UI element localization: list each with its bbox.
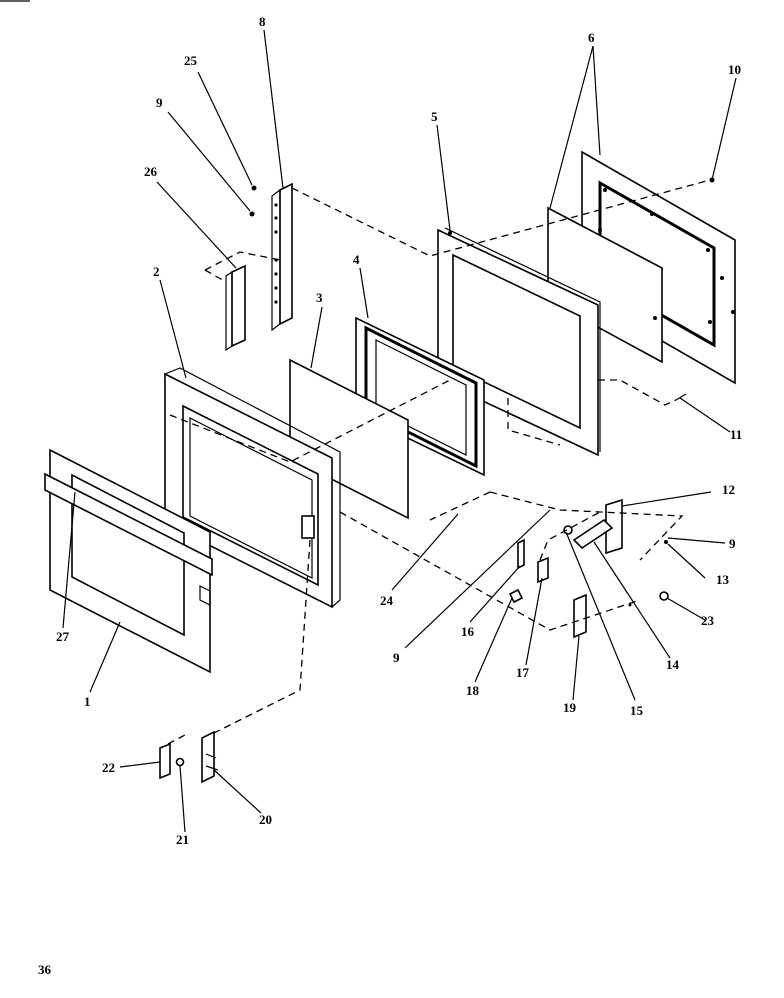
callout-6: 6 [588, 30, 595, 45]
part-22-bracket [159, 742, 171, 780]
part-16-spring [517, 538, 525, 570]
callout-1: 1 [84, 694, 91, 709]
callout-24: 24 [380, 593, 394, 608]
part-18-clip [508, 588, 524, 604]
lower-hinge-assembly [159, 730, 219, 784]
callout-13: 13 [716, 572, 730, 587]
callout-3: 3 [316, 290, 323, 305]
callout-14: 14 [666, 657, 680, 672]
part-21-screw [175, 757, 185, 767]
callout-10: 10 [728, 62, 741, 77]
part-13-screw [664, 540, 668, 544]
callout-8: 8 [259, 14, 266, 29]
part-15-pin [563, 525, 573, 535]
part-9-screw-top [249, 211, 255, 217]
callout-18: 18 [466, 683, 480, 698]
callout-27: 27 [56, 629, 70, 644]
callout-labels: 8 25 9 26 2 3 4 5 6 10 11 12 9 13 23 14 … [56, 14, 742, 847]
part-25-screw [251, 185, 257, 191]
callout-5: 5 [431, 109, 438, 124]
callout-4: 4 [353, 252, 360, 267]
part-6-back-panel [547, 150, 736, 385]
page-number: 36 [38, 962, 51, 977]
callout-19: 19 [563, 700, 577, 715]
callout-9-right: 9 [729, 536, 736, 551]
callout-22: 22 [102, 760, 115, 775]
part-8-hinge-bracket [271, 182, 293, 332]
part-17-link [537, 556, 549, 584]
callout-25: 25 [184, 53, 198, 68]
callout-2: 2 [153, 264, 160, 279]
callout-16: 16 [461, 624, 475, 639]
callout-23: 23 [701, 613, 715, 628]
part-26-spacer-block [225, 264, 246, 352]
part-11-screw [675, 393, 687, 401]
callout-26: 26 [144, 164, 158, 179]
part-1-outer-door-glass [44, 448, 213, 674]
part-23-nut [659, 591, 669, 601]
leader-lines [62, 29, 737, 833]
part-20-hinge [201, 730, 215, 784]
part-19-switch [573, 593, 587, 639]
assembly-dashed-lines [167, 179, 711, 745]
part-12-latch-plate [605, 498, 623, 555]
part-4-glass-frame [355, 316, 485, 477]
callout-9-lower: 9 [393, 650, 400, 665]
callout-9-upper: 9 [156, 95, 163, 110]
callout-15: 15 [630, 703, 644, 718]
part-2-door-frame [164, 367, 341, 609]
callout-20: 20 [259, 812, 272, 827]
latch-assembly [508, 498, 669, 639]
part-14-latch-arm [572, 518, 614, 550]
callout-11: 11 [730, 427, 742, 442]
callout-12: 12 [722, 482, 735, 497]
callout-17: 17 [516, 665, 530, 680]
callout-21: 21 [176, 832, 189, 847]
